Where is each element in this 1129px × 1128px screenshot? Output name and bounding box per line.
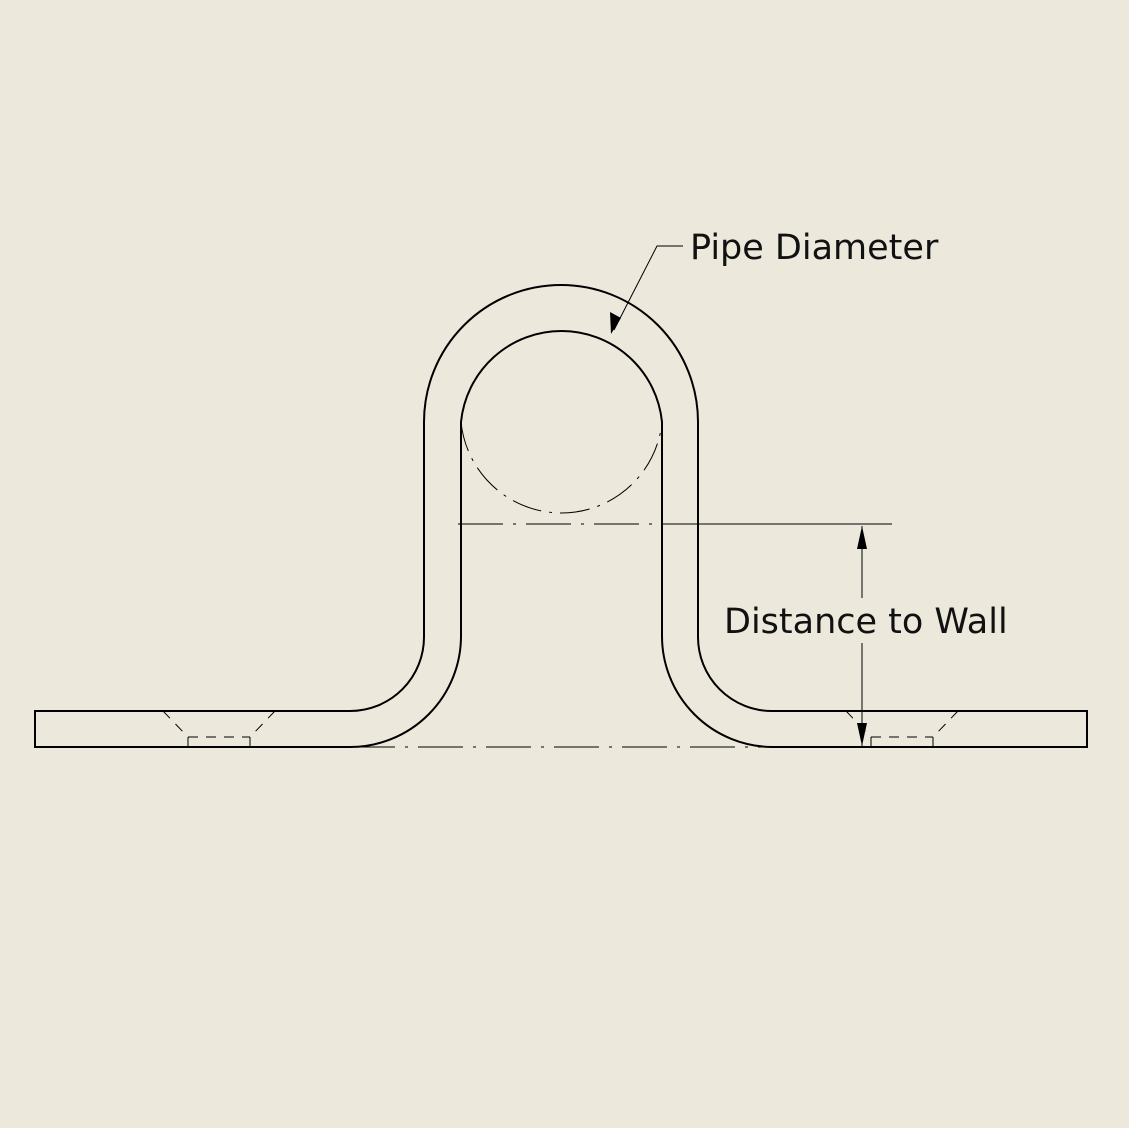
leader-arrow bbox=[610, 312, 621, 334]
distance-to-wall-label: Distance to Wall bbox=[724, 602, 1008, 642]
pipe-diameter-label: Pipe Diameter bbox=[690, 228, 939, 268]
dimension-arrow-down bbox=[857, 723, 867, 746]
countersink-left bbox=[162, 710, 276, 747]
pipe-circle-hidden bbox=[460, 421, 663, 514]
pipe-diameter-leader bbox=[613, 245, 683, 331]
dimension-arrow-up bbox=[857, 526, 867, 549]
clamp-outer-profile bbox=[34, 284, 1088, 748]
